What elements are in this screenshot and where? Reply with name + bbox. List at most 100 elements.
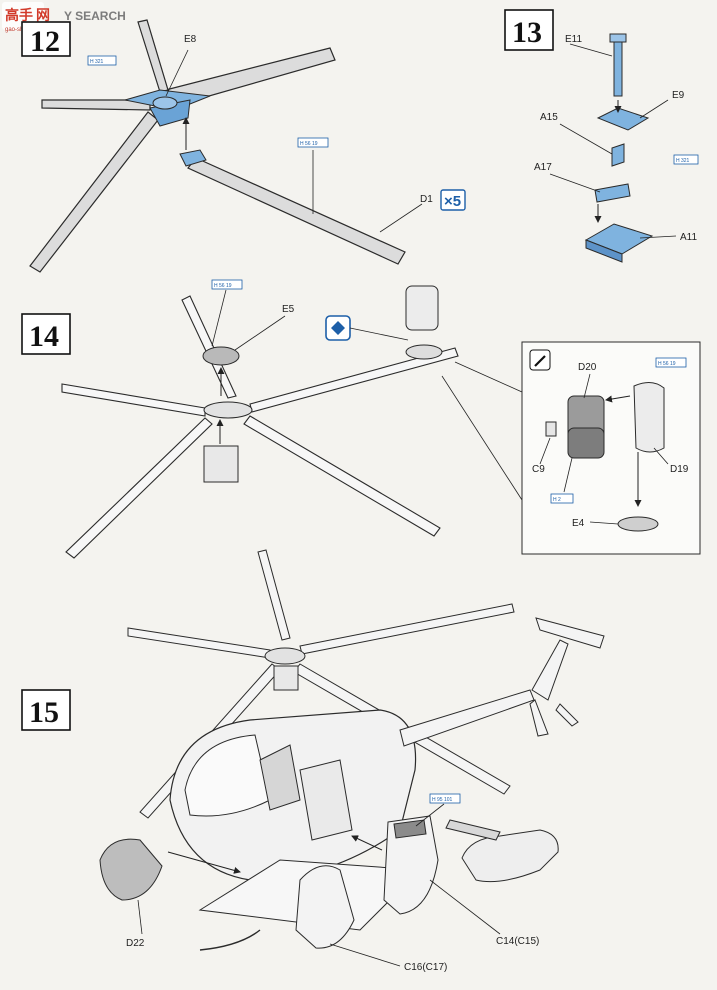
paint-code-15: H 95 101 — [432, 797, 453, 803]
rotor-hub-14 — [203, 401, 253, 419]
rotor-cap-e5 — [202, 346, 240, 366]
rotate-arrows-icon — [331, 321, 345, 335]
leader-e4 — [589, 521, 619, 525]
mast-base-side — [585, 239, 623, 263]
part-label-a11: A11 — [680, 232, 697, 243]
rotor-blade-2 — [41, 99, 151, 111]
part-label-d22: D22 — [126, 938, 145, 949]
leader-a17 — [549, 173, 601, 193]
leader-e11 — [569, 43, 613, 57]
light-base-e4 — [617, 516, 659, 532]
leader-c16 — [329, 943, 401, 967]
paint-chip-12a — [87, 55, 117, 66]
light-body-lower — [567, 427, 605, 459]
part-label-d19: D19 — [670, 464, 689, 475]
leader-e5 — [234, 315, 286, 351]
cabin-floor — [299, 759, 353, 841]
step-14-box — [21, 313, 71, 355]
link-part-a17 — [594, 183, 631, 203]
leader-d22 — [137, 899, 143, 935]
link-part-a15 — [611, 143, 625, 167]
tail-fin-upper — [531, 639, 569, 701]
brush-icon — [534, 355, 546, 367]
part-label-e8: E8 — [184, 34, 197, 45]
paint-chip-14i — [655, 357, 687, 368]
antenna-wire — [199, 929, 261, 951]
paint-code-12a: H 321 — [90, 59, 104, 65]
paint-code-14j: H 2 — [553, 497, 561, 503]
step-14-number: 14 — [29, 320, 59, 353]
paint-chip-12b — [297, 137, 329, 148]
step-15-box — [21, 689, 71, 731]
leader-paint-14j — [563, 457, 573, 493]
assembly-arrow-14c — [605, 395, 631, 403]
leader-d20 — [583, 373, 591, 399]
part-label-c14: C14(C15) — [496, 936, 539, 947]
inset-leader-1 — [441, 375, 523, 501]
watermark-logo-text2: 网 — [36, 7, 50, 23]
leader-a11 — [639, 235, 677, 239]
assembly-arrow-15b — [351, 835, 383, 851]
part-label-d1: D1 — [420, 194, 433, 205]
leader-c14 — [429, 879, 501, 935]
leader-e8 — [165, 49, 189, 97]
engine-mount — [445, 819, 501, 841]
blade-grip-part — [179, 149, 207, 167]
rotor-hub-15 — [264, 647, 306, 665]
multiplier-badge — [440, 189, 466, 211]
engine-exhaust — [461, 829, 559, 883]
leader-paint-14 — [211, 289, 227, 347]
paint-chip-15 — [429, 793, 461, 804]
part-label-a15: A15 — [540, 112, 558, 123]
rotor-blade-14c — [65, 417, 213, 559]
paint-code-13: H 321 — [676, 158, 690, 164]
part-label-e5: E5 — [282, 304, 295, 315]
light-cover-d19 — [633, 382, 665, 453]
paint-chip-14 — [211, 279, 243, 290]
nose-cover-d22 — [99, 838, 163, 901]
step-13-number: 13 — [512, 16, 542, 49]
rotor-blade-14a — [61, 383, 206, 417]
step-14-rotor-top: 14 E5 H 56 19 D20 C9 — [21, 279, 701, 559]
watermark-site-text: Y SEARCH — [64, 9, 126, 23]
leader-a15 — [559, 123, 613, 155]
paint-chip-14j — [550, 493, 574, 504]
part-label-e4: E4 — [572, 518, 585, 529]
rotor-mast-14 — [203, 445, 239, 483]
pilot-seat — [259, 744, 301, 811]
part-label-a17: A17 — [534, 162, 552, 173]
beacon-light — [405, 285, 439, 331]
beacon-base — [405, 344, 443, 360]
lens-c9 — [545, 421, 557, 437]
rotor-blade-14d — [243, 415, 441, 537]
door-c16 — [295, 865, 355, 949]
mast-shaft-e11 — [613, 37, 623, 97]
step-15-final-assembly: 15 D22 C14(C15) H 95 101 — [21, 549, 605, 973]
multiplier-text: ×5 — [444, 193, 461, 210]
rotor-hub-center — [152, 96, 178, 110]
door-c14 — [383, 815, 439, 915]
mast-cap — [609, 33, 627, 43]
inset-leader-2 — [454, 361, 523, 393]
swashplate-e9 — [596, 107, 650, 131]
step-15-number: 15 — [29, 696, 59, 729]
tail-rotor — [555, 703, 579, 727]
step-12-box — [21, 21, 71, 57]
paint-code-14i: H 56 19 — [658, 361, 676, 367]
part-label-d20: D20 — [578, 362, 597, 373]
paint-code-12b: H 56 19 — [300, 141, 318, 147]
part-label-e9: E9 — [672, 90, 685, 101]
paint-code-14: H 56 19 — [214, 283, 232, 289]
detail-inset — [521, 341, 701, 555]
step-12-main-rotor-assembly: 12 E8 H 56 19 H 321 D1 ×5 — [21, 19, 466, 273]
part-label-c9: C9 — [532, 464, 545, 475]
part-label-c16: C16(C17) — [404, 962, 447, 973]
leader-e9 — [639, 99, 669, 119]
leader-c9 — [539, 437, 551, 465]
tail-stabilizer — [535, 617, 605, 649]
leader-d19 — [653, 447, 669, 465]
tail-boom — [399, 689, 535, 747]
paint-chip-13 — [673, 154, 699, 165]
